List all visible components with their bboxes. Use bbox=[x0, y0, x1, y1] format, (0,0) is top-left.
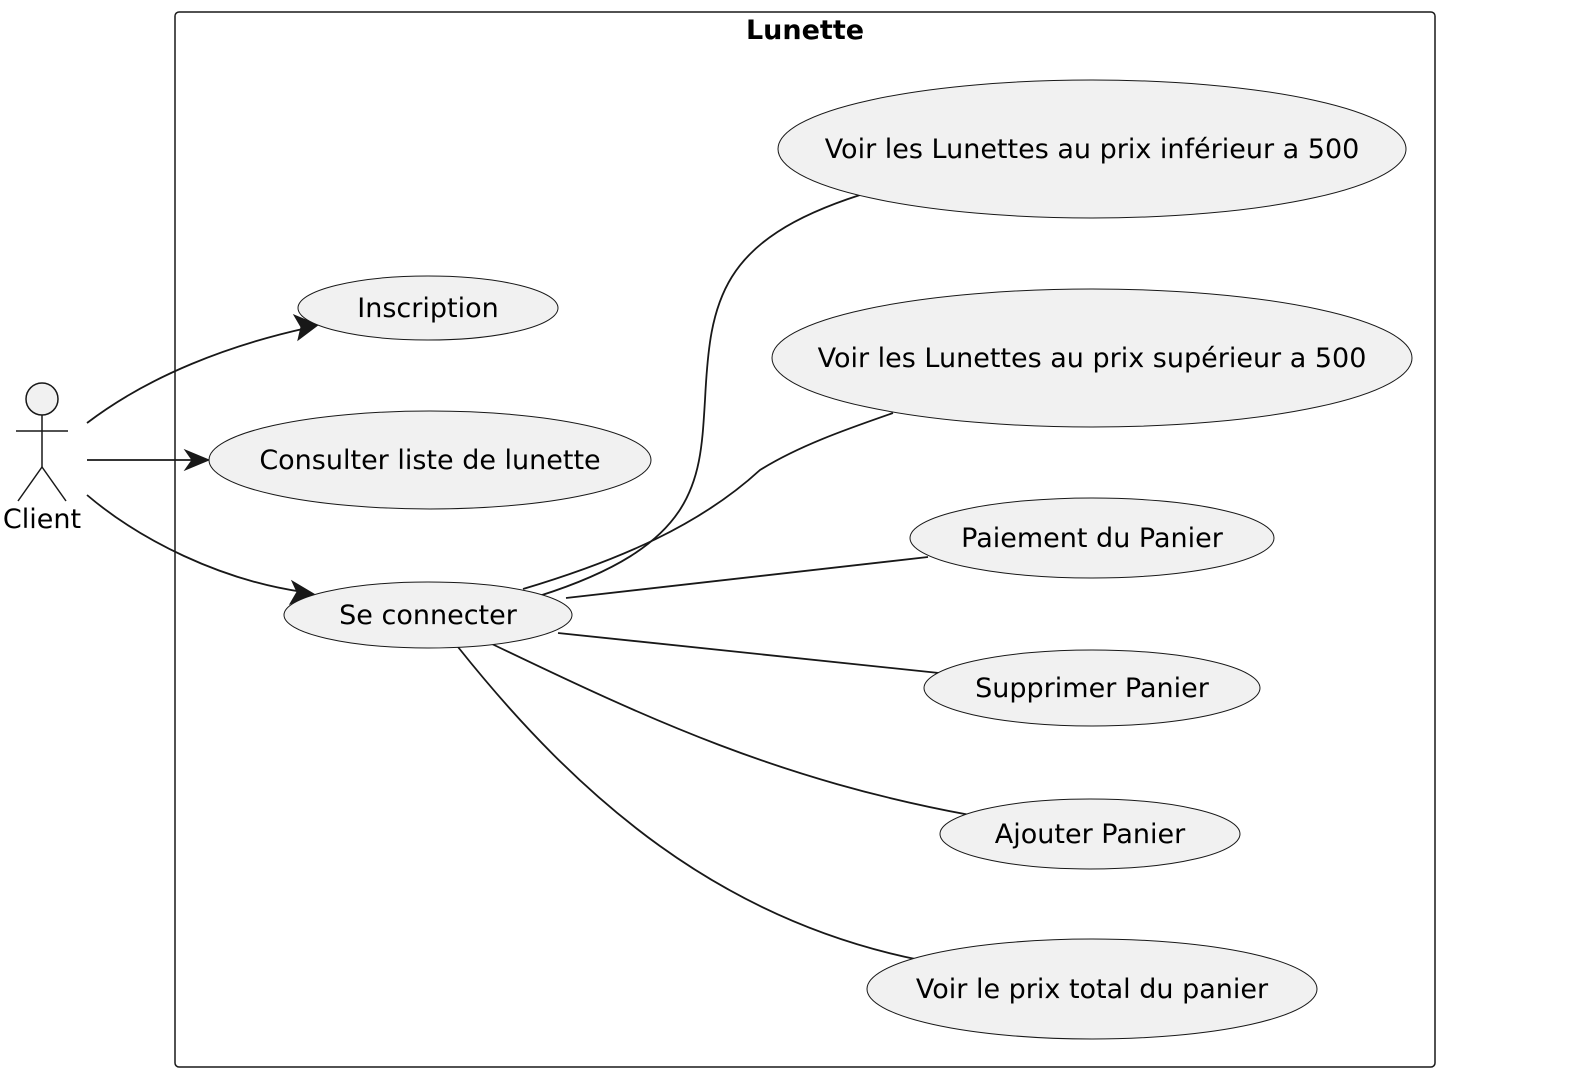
use-case-label: Voir les Lunettes au prix inférieur a 50… bbox=[825, 134, 1360, 165]
arrowhead-inscription bbox=[292, 313, 319, 342]
use-case-prix-superieur[interactable]: Voir les Lunettes au prix supérieur a 50… bbox=[771, 288, 1413, 428]
use-case-paiement[interactable]: Paiement du Panier bbox=[909, 497, 1275, 579]
actor-head-icon bbox=[25, 382, 59, 416]
edge-connecter-supprimer bbox=[557, 632, 940, 674]
edge-client-inscription bbox=[86, 327, 308, 424]
actor-left-leg bbox=[17, 466, 43, 502]
use-case-label: Se connecter bbox=[339, 600, 518, 631]
system-title: Lunette bbox=[746, 15, 864, 46]
use-case-prix-inferieur[interactable]: Voir les Lunettes au prix inférieur a 50… bbox=[777, 79, 1407, 219]
system-boundary bbox=[174, 11, 1436, 1068]
edge-connecter-superieur bbox=[522, 412, 894, 590]
edge-connecter-inferieur bbox=[538, 194, 861, 597]
use-case-label: Voir les Lunettes au prix supérieur a 50… bbox=[818, 343, 1367, 374]
edge-connecter-paiement bbox=[565, 556, 929, 599]
actor-right-leg bbox=[41, 466, 67, 502]
use-case-consulter[interactable]: Consulter liste de lunette bbox=[208, 410, 652, 510]
actor-client[interactable]: Client bbox=[3, 382, 81, 535]
actor-label: Client bbox=[3, 504, 81, 535]
use-case-label: Consulter liste de lunette bbox=[259, 445, 600, 476]
use-case-inscription[interactable]: Inscription bbox=[297, 275, 559, 341]
use-case-label: Paiement du Panier bbox=[961, 523, 1224, 554]
use-case-label: Ajouter Panier bbox=[995, 819, 1186, 850]
use-case-prix-total[interactable]: Voir le prix total du panier bbox=[866, 938, 1318, 1040]
use-case-label: Voir le prix total du panier bbox=[916, 974, 1269, 1005]
use-case-label: Supprimer Panier bbox=[975, 673, 1210, 704]
edge-connecter-ajouter bbox=[491, 643, 971, 816]
use-case-label: Inscription bbox=[357, 293, 498, 324]
arrowhead-consulter bbox=[183, 448, 211, 472]
edge-client-connecter bbox=[86, 494, 304, 593]
edge-connecter-total bbox=[457, 646, 921, 961]
use-case-supprimer[interactable]: Supprimer Panier bbox=[923, 649, 1261, 727]
use-case-connecter[interactable]: Se connecter bbox=[283, 581, 573, 649]
use-case-ajouter[interactable]: Ajouter Panier bbox=[939, 798, 1241, 870]
